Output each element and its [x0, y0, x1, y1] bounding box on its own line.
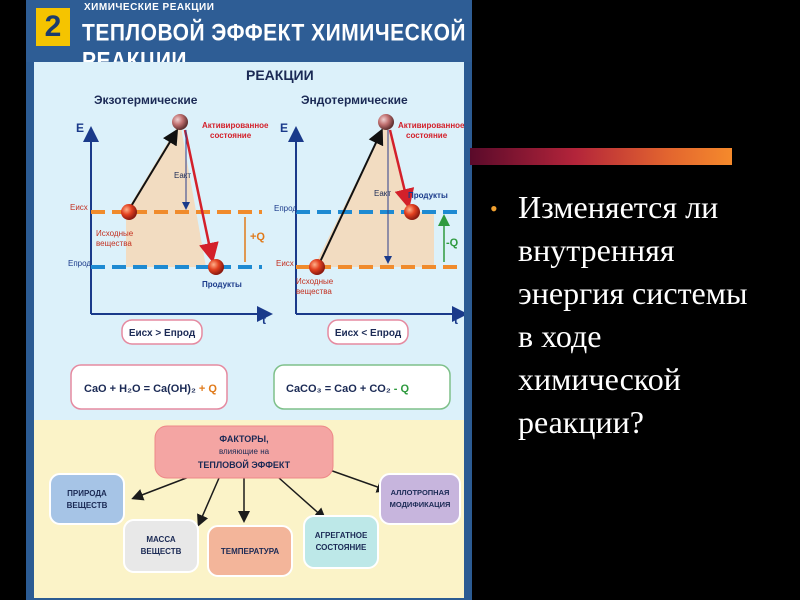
factors-center-box — [154, 425, 334, 479]
factor-temperature-box — [207, 525, 293, 577]
factor-nature-line-2: ВЕЩЕСТВ — [67, 501, 108, 510]
exo-eact-label: Eакт — [174, 171, 191, 180]
endo-relation: Eисх < Eпрод — [335, 328, 402, 339]
exo-title: Экзотермические — [94, 93, 198, 107]
factor-arrow-allotropic — [323, 467, 389, 493]
endo-equation-q: - Q — [394, 383, 410, 395]
endo-equation: CaCO₃ = CaO + CO₂- Q — [286, 383, 409, 395]
endo-title: Эндотермические — [301, 93, 408, 107]
exo-reactants-label-2: вещества — [96, 239, 132, 248]
exo-relation: Eисх > Eпрод — [129, 328, 196, 339]
reactions-panel: РЕАКЦИИ Экзотермические E t Eисх Eпрод E… — [34, 62, 464, 420]
exo-product-ball — [208, 259, 224, 275]
factor-nature-box — [49, 473, 125, 525]
poster-category: ХИМИЧЕСКИЕ РЕАКЦИИ — [84, 2, 215, 13]
endo-e-ish: Eисх — [276, 259, 294, 268]
endo-release-arrow — [388, 129, 415, 209]
endo-activated-label-2: состояние — [406, 131, 448, 140]
factors-diagram: ФАКТОРЫ, влияющие на ТЕПЛОВОЙ ЭФФЕКТ ПРИ… — [49, 425, 461, 577]
exo-relation-box — [121, 319, 203, 345]
factor-allotropic-line-2: МОДИФИКАЦИЯ — [390, 500, 451, 509]
exo-activated-label-2: состояние — [210, 131, 252, 140]
bullet-text: Изменяется ли внутренняя энергия системы… — [518, 186, 788, 444]
endo-reactant-ball — [309, 259, 325, 275]
poster-number: 2 — [36, 8, 70, 46]
factor-mass-line-1: МАССА — [146, 535, 176, 544]
endo-products-label: Продукты — [408, 191, 448, 200]
endo-reactants-label-1: Исходные — [296, 277, 334, 286]
poster-header: 2 ХИМИЧЕСКИЕ РЕАКЦИИ ТЕПЛОВОЙ ЭФФЕКТ ХИМ… — [26, 0, 472, 74]
endo-equation-box — [273, 364, 451, 410]
factor-mass-box — [123, 519, 199, 573]
bullet-line-1: Изменяется ли — [518, 189, 719, 225]
factor-mass-line-2: ВЕЩЕСТВ — [141, 547, 182, 556]
bullet-line-2: внутренняя — [518, 232, 675, 268]
factors-center-line-2: влияющие на — [219, 447, 270, 456]
reactions-heading: РЕАКЦИИ — [246, 67, 314, 83]
energy-diagrams: РЕАКЦИИ Экзотермические E t Eисх Eпрод E… — [68, 67, 464, 410]
accent-bar — [470, 148, 732, 165]
endo-energy-area — [314, 122, 434, 267]
factor-nature-line-1: ПРИРОДА — [67, 489, 107, 498]
exo-equation: CaO + H₂O = Ca(OH)₂+ Q — [84, 383, 217, 395]
exo-activated-ball — [172, 114, 188, 130]
factor-state-line-1: АГРЕГАТНОЕ — [315, 531, 368, 540]
bullet-dot-icon: • — [490, 196, 498, 221]
exo-activated-label-1: Активированное — [202, 121, 269, 130]
factors-center-line-1: ФАКТОРЫ, — [219, 434, 268, 444]
poster-image: 2 ХИМИЧЕСКИЕ РЕАКЦИИ ТЕПЛОВОЙ ЭФФЕКТ ХИМ… — [26, 0, 472, 600]
bullet-line-3: энергия системы — [518, 275, 748, 311]
exo-equation-box — [70, 364, 228, 410]
bullet-line-5: химической — [518, 361, 681, 397]
endo-activated-ball — [378, 114, 394, 130]
endo-product-ball — [404, 204, 420, 220]
endo-equation-text: CaCO₃ = CaO + CO₂ — [286, 383, 391, 395]
exo-e-prod: Eпрод — [68, 259, 91, 268]
exo-axis-t: t — [262, 313, 266, 327]
exo-heat-label: +Q — [250, 231, 265, 243]
factor-temperature-label: ТЕМПЕРАТУРА — [221, 547, 279, 556]
endo-axis-t: t — [454, 313, 458, 327]
exo-equation-text: CaO + H₂O = Ca(OH)₂ — [84, 383, 196, 395]
factors-panel: ФАКТОРЫ, влияющие на ТЕПЛОВОЙ ЭФФЕКТ ПРИ… — [34, 420, 464, 598]
exo-axis-e: E — [76, 121, 84, 135]
endo-activated-label-1: Активированное — [398, 121, 464, 130]
exo-reactant-ball — [121, 204, 137, 220]
endo-reactants-label-2: вещества — [296, 287, 332, 296]
endo-heat-label: -Q — [446, 237, 459, 249]
endo-eact-label: Eакт — [374, 189, 391, 198]
exo-release-arrow — [183, 129, 219, 263]
endo-e-prod: Eпрод — [274, 204, 297, 213]
exo-activation-arrow — [129, 128, 179, 209]
endo-activation-arrow — [319, 128, 384, 263]
exo-reactants-label-1: Исходные — [96, 229, 134, 238]
factor-state-box — [303, 515, 379, 569]
endo-relation-box — [327, 319, 409, 345]
endo-axis-e: E — [280, 121, 288, 135]
bullet-line-4: в ходе — [518, 318, 602, 354]
factor-allotropic-line-1: АЛЛОТРОПНАЯ — [391, 488, 450, 497]
exo-equation-q: + Q — [199, 383, 217, 395]
bullet-line-6: реакции? — [518, 404, 644, 440]
factor-state-line-2: СОСТОЯНИЕ — [316, 543, 367, 552]
factor-arrow-mass — [197, 477, 220, 527]
factor-arrow-state — [278, 477, 327, 520]
factors-center-line-3: ТЕПЛОВОЙ ЭФФЕКТ — [198, 459, 291, 470]
exo-e-ish: Eисх — [70, 203, 88, 212]
poster-title: ТЕПЛОВОЙ ЭФФЕКТ ХИМИЧЕСКОЙ РЕАКЦИИ — [82, 20, 467, 75]
factor-allotropic-box — [379, 473, 461, 525]
exo-products-label: Продукты — [202, 280, 242, 289]
